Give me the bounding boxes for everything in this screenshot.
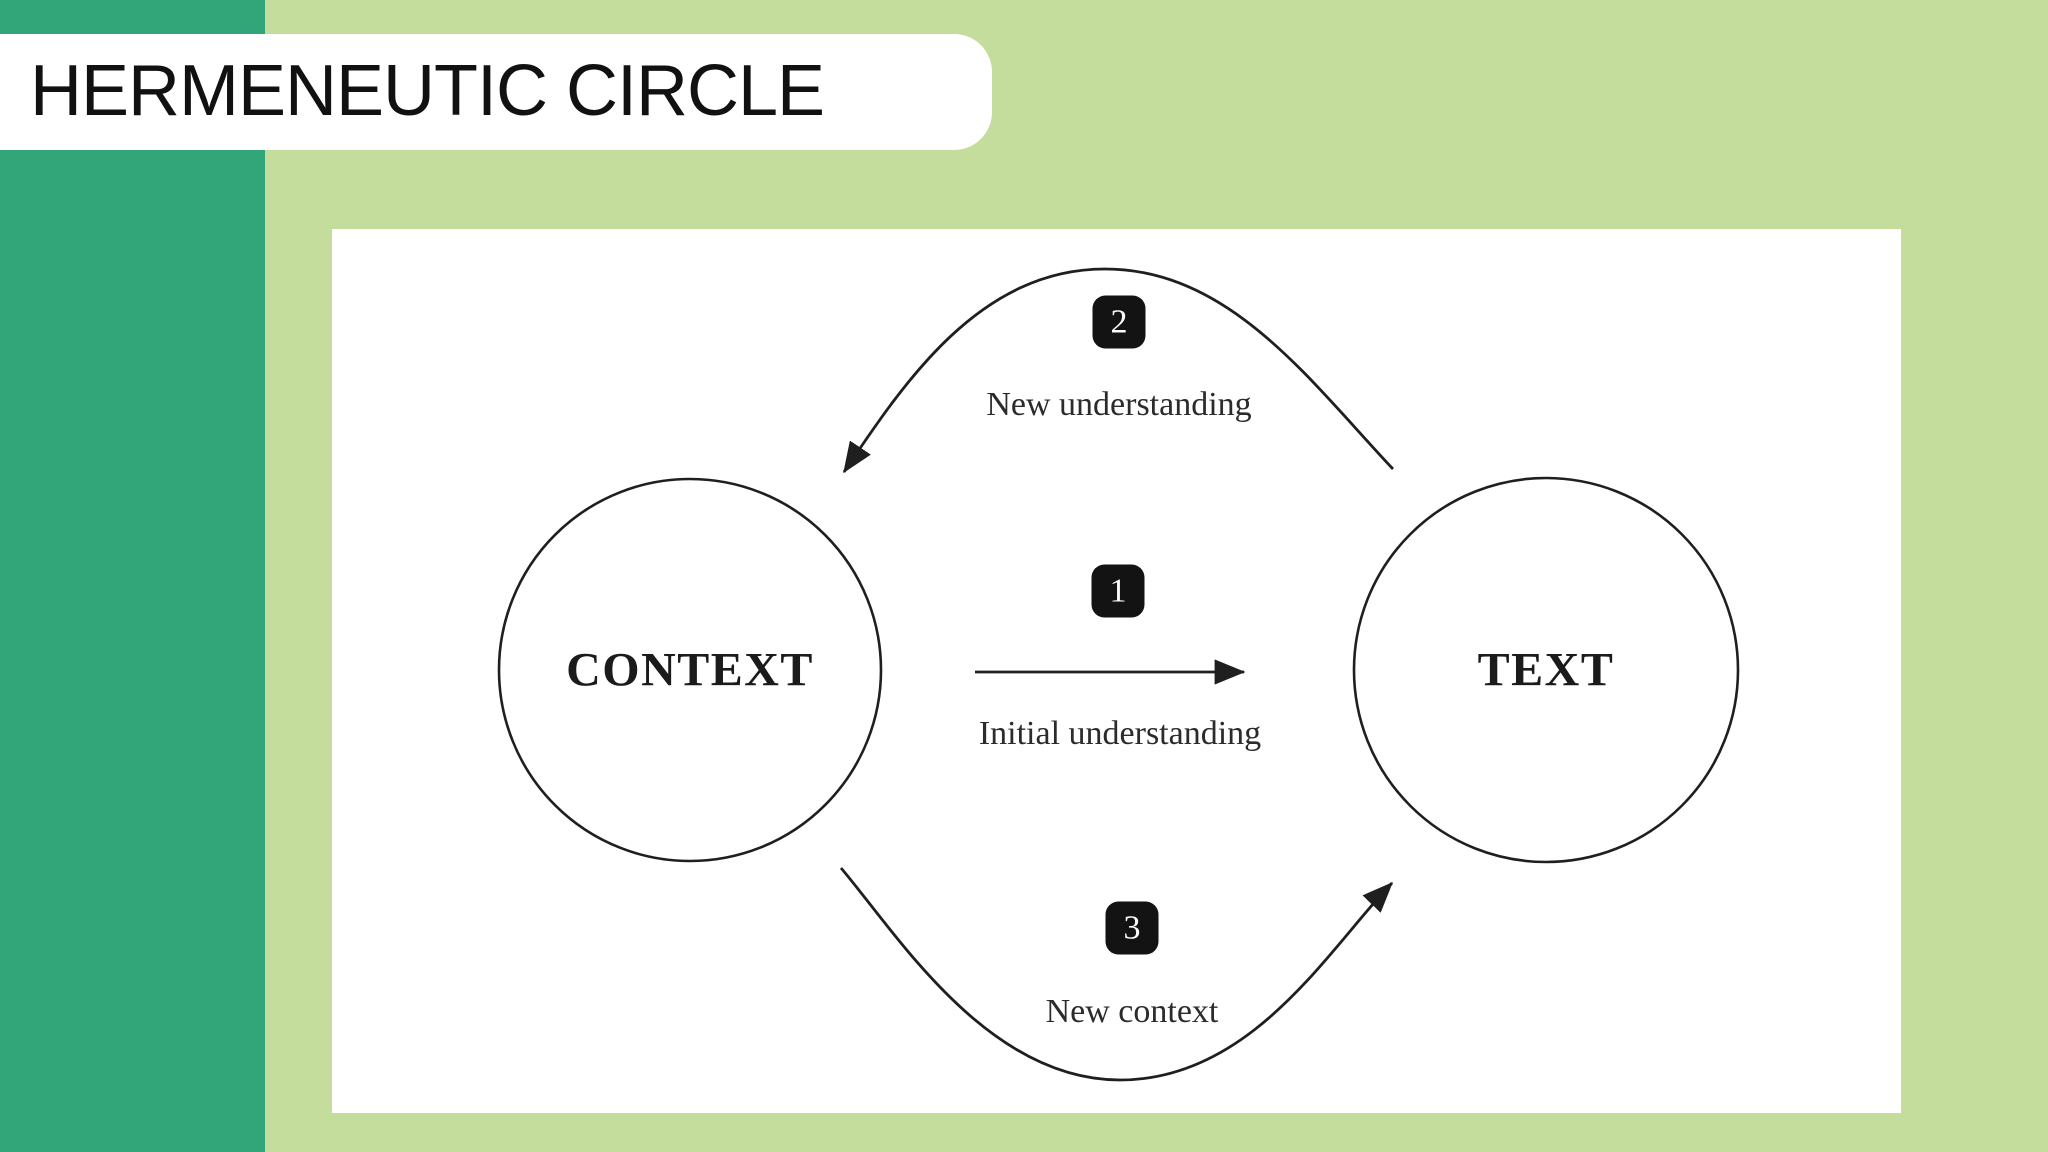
context-node-label: CONTEXT bbox=[566, 643, 814, 697]
step-1-badge: 1 bbox=[1091, 564, 1145, 618]
hermeneutic-circle-diagram bbox=[497, 267, 1740, 1082]
step-2-label: New understanding bbox=[986, 386, 1252, 423]
diagram-panel: CONTEXT TEXT 2 New understanding 1 Initi… bbox=[332, 229, 1901, 1113]
text-node-label: TEXT bbox=[1477, 643, 1615, 697]
page-title: HERMENEUTIC CIRCLE bbox=[30, 51, 825, 131]
arrow-new-context bbox=[839, 867, 1394, 1082]
text-circle bbox=[1352, 476, 1740, 864]
left-accent-bar bbox=[0, 0, 265, 1152]
step-3-label: New context bbox=[1045, 993, 1219, 1030]
arrow-new-understanding bbox=[842, 267, 1395, 474]
context-circle bbox=[497, 477, 883, 863]
step-3-badge: 3 bbox=[1105, 901, 1159, 955]
step-2-badge: 2 bbox=[1092, 295, 1146, 349]
step-1-label: Initial understanding bbox=[978, 715, 1262, 752]
title-banner: HERMENEUTIC CIRCLE bbox=[0, 34, 992, 150]
